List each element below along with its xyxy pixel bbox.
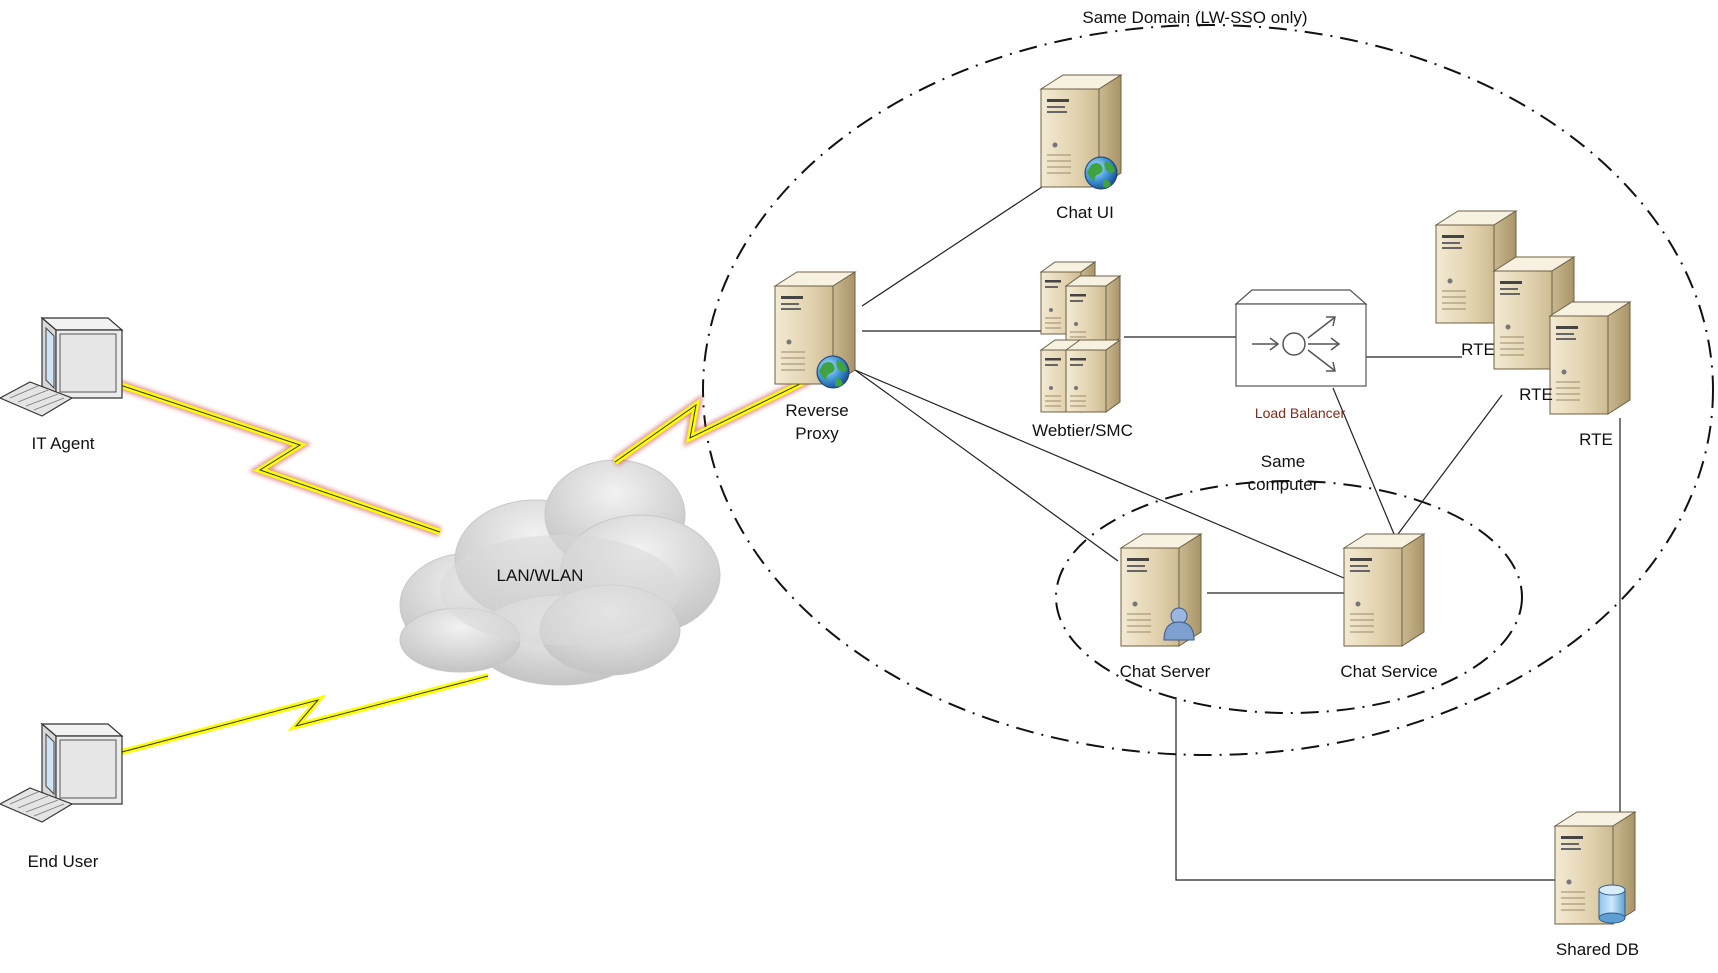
shared-db-server[interactable]: [1554, 811, 1636, 925]
user-icon: [1163, 607, 1195, 641]
end-user-workstation[interactable]: [0, 723, 123, 823]
it-agent-workstation[interactable]: [0, 317, 123, 417]
link-proxy-chatserver: [854, 369, 1119, 562]
chat-service-server[interactable]: [1343, 533, 1425, 647]
rte-label-1: RTE: [1461, 340, 1495, 359]
link-proxy-chatservice: [854, 369, 1359, 585]
same-domain-boundary: [702, 24, 1714, 756]
link-chatserver-shareddb: [1175, 697, 1556, 881]
desktop-computer-icon: [0, 317, 123, 417]
rte-label-3: RTE: [1579, 430, 1613, 449]
same-domain-label: Same Domain (LW-SSO only): [1082, 8, 1308, 27]
lightning-link-agent: [118, 380, 442, 537]
load-balancer-icon[interactable]: [1234, 289, 1368, 387]
load-balancer-label: Load Balancer: [1254, 405, 1346, 421]
server-tower-icon: [1065, 339, 1121, 413]
server-tower-icon: [1343, 533, 1425, 647]
chat-ui-server[interactable]: [1040, 74, 1122, 190]
chat-service-label: Chat Service: [1340, 662, 1438, 681]
it-agent-label: IT Agent: [31, 434, 95, 453]
lightning-link-proxy: [612, 375, 811, 467]
server-tower-icon: [1065, 275, 1121, 349]
link-proxy-chatui: [861, 184, 1046, 307]
connections: [854, 184, 1621, 881]
same-computer-label: Same computer: [1247, 452, 1319, 494]
chat-server[interactable]: [1120, 533, 1202, 647]
same-computer-boundary: [1055, 480, 1523, 714]
globe-icon: [1084, 156, 1118, 190]
chat-server-label: Chat Server: [1119, 662, 1211, 681]
end-user-label: End User: [27, 852, 99, 871]
desktop-computer-icon: [0, 723, 123, 823]
reverse-proxy-label: Reverse Proxy: [785, 401, 849, 443]
globe-icon: [816, 355, 850, 389]
database-icon: [1598, 884, 1626, 924]
reverse-proxy-server[interactable]: [774, 271, 856, 389]
rte-label-2: RTE: [1519, 385, 1553, 404]
webtier-smc-cluster[interactable]: [1040, 261, 1121, 413]
lightning-link-enduser: [121, 673, 489, 755]
link-rte-chatservice: [1397, 394, 1503, 535]
shared-db-label: Shared DB: [1555, 940, 1640, 959]
chat-ui-label: Chat UI: [1056, 203, 1114, 222]
webtier-smc-label: Webtier/SMC: [1032, 421, 1133, 440]
cloud-label: LAN/WLAN: [496, 566, 584, 585]
cloud-icon: [399, 459, 721, 686]
link-loadbalancer-chatservice: [1332, 387, 1395, 535]
